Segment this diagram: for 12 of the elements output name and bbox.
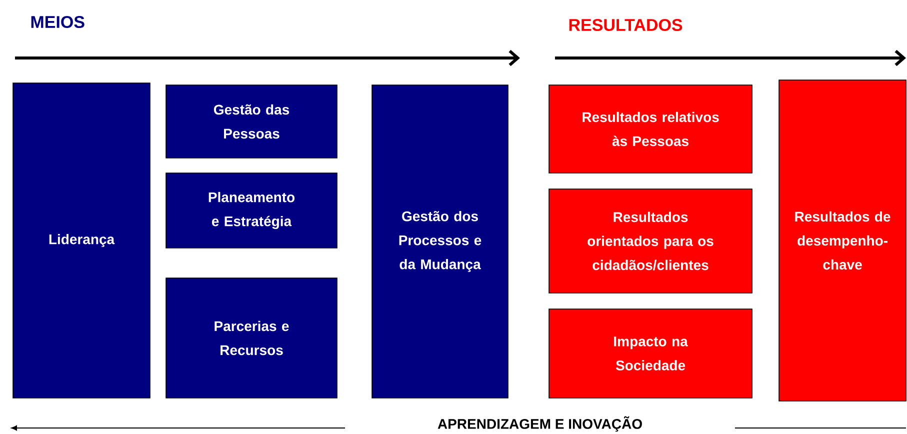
enabler-box: Planeamento e Estratégia: [166, 172, 338, 248]
section-heading: APRENDIZAGEM E INOVAÇÃO: [438, 416, 642, 432]
enabler-box: Parcerias e Recursos: [166, 278, 338, 398]
result-box: Resultados relativos às Pessoas: [548, 84, 752, 174]
enabler-box: Liderança: [12, 82, 150, 398]
enabler-box: Gestão das Pessoas: [166, 84, 338, 158]
result-box: Resultados de desempenho-chave: [778, 80, 906, 402]
section-heading: MEIOS: [31, 16, 84, 28]
enabler-box: Gestão dos Processos e da Mudança: [372, 84, 508, 398]
section-heading: RESULTADOS: [569, 18, 682, 32]
result-box: Resultados orientados para os cidadãos/clientes: [548, 188, 752, 294]
result-box: Impacto na Sociedade: [548, 308, 752, 398]
